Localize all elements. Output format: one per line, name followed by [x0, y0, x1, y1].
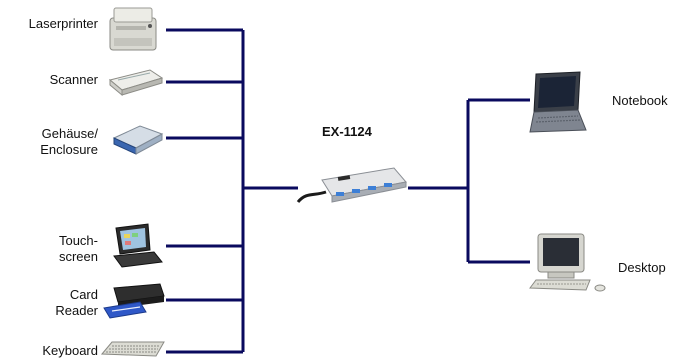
label-laserprinter: Laserprinter — [0, 16, 98, 32]
desktop-pc-icon — [529, 233, 606, 292]
label-keyboard: Keyboard — [0, 343, 98, 359]
label-text: Desktop — [618, 260, 666, 275]
hub-label: EX-1124 — [322, 124, 372, 139]
label-desktop: Desktop — [618, 260, 666, 276]
keyboard-icon — [100, 341, 165, 357]
label-card-reader: Card Reader — [0, 287, 98, 319]
drive-enclosure-icon — [112, 125, 164, 155]
label-line: Gehäuse/ — [41, 126, 98, 141]
label-line: Card — [69, 287, 98, 302]
label-text: Laserprinter — [28, 16, 98, 31]
label-line: Touch- — [58, 233, 98, 248]
touchscreen-terminal-icon — [113, 223, 163, 268]
label-scanner: Scanner — [0, 72, 98, 88]
label-notebook: Notebook — [612, 93, 668, 109]
label-line: screen — [58, 249, 98, 264]
usb-hub-icon — [296, 167, 407, 204]
label-enclosure: Gehäuse/ Enclosure — [0, 126, 98, 158]
label-touchscreen: Touch- screen — [0, 233, 98, 265]
flatbed-scanner-icon — [108, 69, 164, 96]
label-line: Enclosure — [40, 142, 98, 157]
notebook-icon — [529, 71, 587, 133]
label-text: Keyboard — [42, 343, 98, 358]
laser-printer-icon — [109, 7, 157, 51]
label-text: Notebook — [612, 93, 668, 108]
label-text: Scanner — [49, 72, 98, 87]
card-reader-icon — [103, 283, 165, 319]
label-line: Reader — [55, 303, 98, 318]
